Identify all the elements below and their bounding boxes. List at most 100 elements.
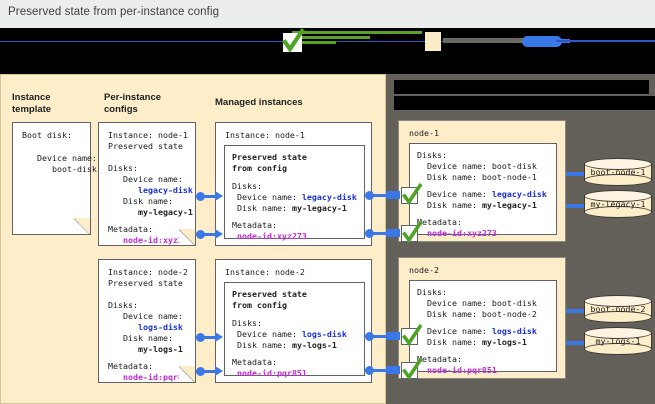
check-box-node1-metadata[interactable] bbox=[401, 221, 423, 244]
disk-top bbox=[584, 327, 652, 339]
mi2-disk-name-line: Disk name: my-logs-1 bbox=[232, 340, 337, 351]
node2-metadata-value: node-id:pqr851 bbox=[417, 365, 497, 375]
mi2-metadata-value: node-id:pqr851 bbox=[232, 368, 307, 378]
connector-line-pic2-metadata bbox=[203, 370, 217, 373]
instance-template-card: Boot disk: Device name: boot-disk bbox=[12, 122, 97, 235]
node1-details-box: Disks: Device name: boot-disk Disk name:… bbox=[409, 143, 557, 238]
node2-boot-disk-line: Disk name: boot-node-2 bbox=[417, 309, 537, 319]
node-card-node-2: node-2 Disks: Device name: boot-disk Dis… bbox=[398, 257, 566, 379]
pic2-disk-name-label: Disk name: bbox=[108, 333, 173, 343]
managed-instances-line1: Managed instances bbox=[215, 97, 303, 108]
disk-top bbox=[584, 158, 652, 170]
green-check-icon bbox=[401, 183, 423, 206]
mi1-disks-label: Disks: bbox=[232, 181, 262, 191]
check-box-node1-disk[interactable] bbox=[401, 183, 423, 206]
right-column-heading-redaction-3 bbox=[586, 96, 655, 110]
connector-line-mi2-metadata bbox=[372, 369, 386, 372]
node2-details-box: Disks: Device name: boot-disk Disk name:… bbox=[409, 280, 557, 375]
instance-template-text: Boot disk: Device name: boot-disk bbox=[22, 130, 97, 174]
pic2-device-name-value: logs-disk bbox=[108, 322, 183, 332]
node2-pres-disk-value: my-logs-1 bbox=[481, 337, 527, 347]
mi1-disk-name-value: my-legacy-1 bbox=[291, 203, 347, 213]
connector-dot-mi2-disk bbox=[365, 332, 374, 341]
page-fold-corner bbox=[179, 366, 196, 383]
pic2-metadata-value: node-id:pqr851 bbox=[108, 372, 193, 382]
legend-green-line-2 bbox=[292, 36, 370, 39]
node1-name: node-1 bbox=[409, 128, 439, 138]
connector-square-mi2-disk bbox=[386, 332, 400, 340]
disk-top bbox=[584, 295, 652, 307]
disk-top bbox=[584, 190, 652, 202]
connector-dot-pic1-disk bbox=[196, 192, 205, 201]
disk-boot-node-2: boot-node-2 bbox=[584, 295, 655, 327]
blue-arrow-icon bbox=[522, 36, 562, 47]
connector-dot-mi2-metadata bbox=[365, 366, 374, 375]
pic2-metadata-label: Metadata: bbox=[108, 361, 153, 371]
node1-pres-device-prefix: Device name: bbox=[417, 189, 492, 199]
disk-bottom bbox=[584, 311, 652, 323]
legend-band-redacted bbox=[0, 28, 655, 74]
pic1-disks-label: Disks: bbox=[108, 163, 138, 173]
connector-line-node2-bootdisk bbox=[566, 309, 584, 313]
right-column-heading-redaction-2 bbox=[394, 96, 589, 110]
mi2-metadata-label: Metadata: bbox=[232, 357, 277, 367]
connector-dot-pic2-metadata bbox=[196, 367, 205, 376]
per-instance-config-card-node-1: Instance: node-1 Preserved state Disks: … bbox=[98, 122, 196, 246]
mi1-device-name-line: Device name: legacy-disk bbox=[232, 192, 357, 203]
connector-dot-pic1-metadata bbox=[196, 230, 205, 239]
connector-line-mi1-disk bbox=[372, 194, 386, 197]
connector-line-pic2-disk bbox=[203, 336, 217, 339]
pic1-device-name-label: Device name: bbox=[108, 174, 183, 184]
legend-blue-rule bbox=[556, 40, 655, 42]
green-check-icon bbox=[282, 28, 305, 53]
mi2-disk-name-prefix: Disk name: bbox=[232, 340, 292, 350]
page-fold-corner bbox=[74, 218, 91, 235]
mi1-title: Instance: node-1 bbox=[225, 130, 305, 140]
connector-line-node1-mylegacy bbox=[566, 204, 584, 208]
legend-gray-bar bbox=[443, 38, 523, 43]
connector-line-pic1-disk bbox=[203, 195, 217, 198]
legend-green-line-3 bbox=[296, 41, 336, 44]
node2-name: node-2 bbox=[409, 265, 439, 275]
disk-label: boot-node-1 bbox=[590, 167, 646, 177]
green-check-icon bbox=[401, 324, 423, 347]
connector-arrow-pic2-metadata bbox=[215, 366, 223, 376]
connector-line-pic1-metadata bbox=[203, 233, 217, 236]
connector-square-mi1-disk bbox=[386, 191, 400, 199]
per-instance-config-card-node-2: Instance: node-2 Preserved state Disks: … bbox=[98, 259, 196, 383]
node2-pres-device-line: Device name: logs-disk bbox=[417, 326, 537, 337]
connector-line-mi2-disk bbox=[372, 335, 386, 338]
node1-disks-label: Disks: bbox=[417, 150, 447, 160]
pic1-disk-name-label: Disk name: bbox=[108, 196, 173, 206]
pic1-disk-name-value: my-legacy-1 bbox=[108, 207, 193, 217]
mi2-disks-label: Disks: bbox=[232, 318, 262, 328]
mi2-device-name-line: Device name: logs-disk bbox=[232, 329, 347, 340]
node2-pres-disk-line: Disk name: my-logs-1 bbox=[417, 337, 527, 348]
managed-instance-card-node-2: Instance: node-2 Preserved state from co… bbox=[215, 259, 372, 383]
disk-boot-node-1: boot-node-1 bbox=[584, 158, 655, 190]
pic2-disks-label: Disks: bbox=[108, 300, 138, 310]
check-box-node2-disk[interactable] bbox=[401, 324, 423, 347]
managed-instance-card-node-1: Instance: node-1 Preserved state from co… bbox=[215, 122, 372, 246]
connector-line-node2-mylogs bbox=[566, 341, 584, 345]
cream-swatch-icon bbox=[425, 32, 441, 51]
node2-pres-device-prefix: Device name: bbox=[417, 326, 492, 336]
pic1-device-name-value: legacy-disk bbox=[108, 185, 193, 195]
node1-pres-disk-line: Disk name: my-legacy-1 bbox=[417, 200, 537, 211]
disk-bottom bbox=[584, 206, 652, 218]
node1-pres-disk-value: my-legacy-1 bbox=[481, 200, 537, 210]
mi1-disk-name-line: Disk name: my-legacy-1 bbox=[232, 203, 347, 214]
pic1-metadata-value: node-id:xyz273 bbox=[108, 235, 193, 245]
mi2-device-name-prefix: Device name: bbox=[232, 329, 302, 339]
connector-arrow-pic2-disk bbox=[215, 332, 223, 342]
pic1-metadata-label: Metadata: bbox=[108, 224, 153, 234]
page-title: Preserved state from per-instance config bbox=[8, 6, 220, 18]
page-fold-corner bbox=[179, 229, 196, 246]
node1-pres-device-line: Device name: legacy-disk bbox=[417, 189, 547, 200]
connector-arrow-pic1-disk bbox=[215, 191, 223, 201]
pic2-disk-name-value: my-logs-1 bbox=[108, 344, 183, 354]
check-box-node2-metadata[interactable] bbox=[401, 358, 423, 381]
green-check-icon bbox=[401, 221, 423, 244]
connector-line-mi1-metadata bbox=[372, 232, 386, 235]
mi2-title: Instance: node-2 bbox=[225, 267, 305, 277]
